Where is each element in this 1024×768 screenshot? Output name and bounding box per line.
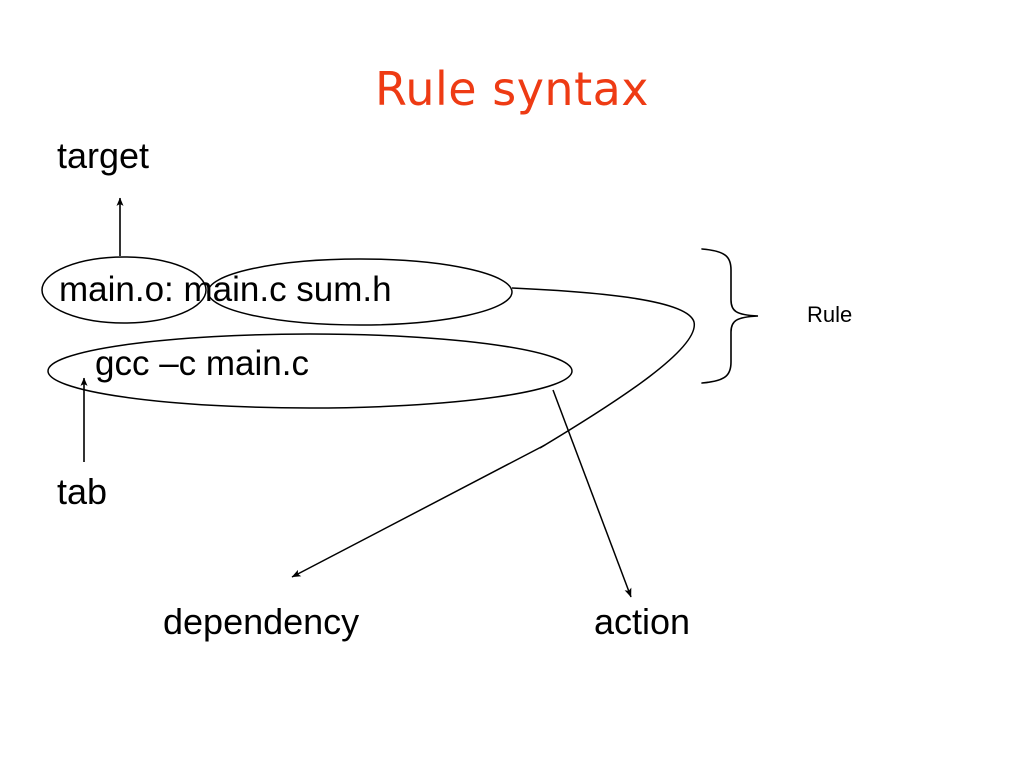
action-arrow bbox=[552, 389, 632, 598]
page-title: Rule syntax bbox=[374, 62, 650, 116]
annotation-label-tab: tab bbox=[57, 471, 108, 512]
annotation-label-rule: Rule bbox=[807, 302, 853, 327]
rule-brace bbox=[701, 248, 759, 384]
code-line-rule: main.o: main.c sum.h bbox=[59, 270, 392, 309]
annotation-label-dependency: dependency bbox=[163, 601, 360, 642]
dependency-ellipse bbox=[207, 258, 513, 326]
annotation-label-target: target bbox=[57, 135, 150, 176]
target-ellipse bbox=[41, 256, 207, 324]
code-line-command: gcc –c main.c bbox=[95, 344, 309, 383]
annotation-label-action: action bbox=[594, 601, 691, 642]
dependency-arrow bbox=[291, 444, 546, 578]
action-ellipse bbox=[47, 333, 573, 409]
dependency-leader-curve bbox=[511, 287, 695, 449]
